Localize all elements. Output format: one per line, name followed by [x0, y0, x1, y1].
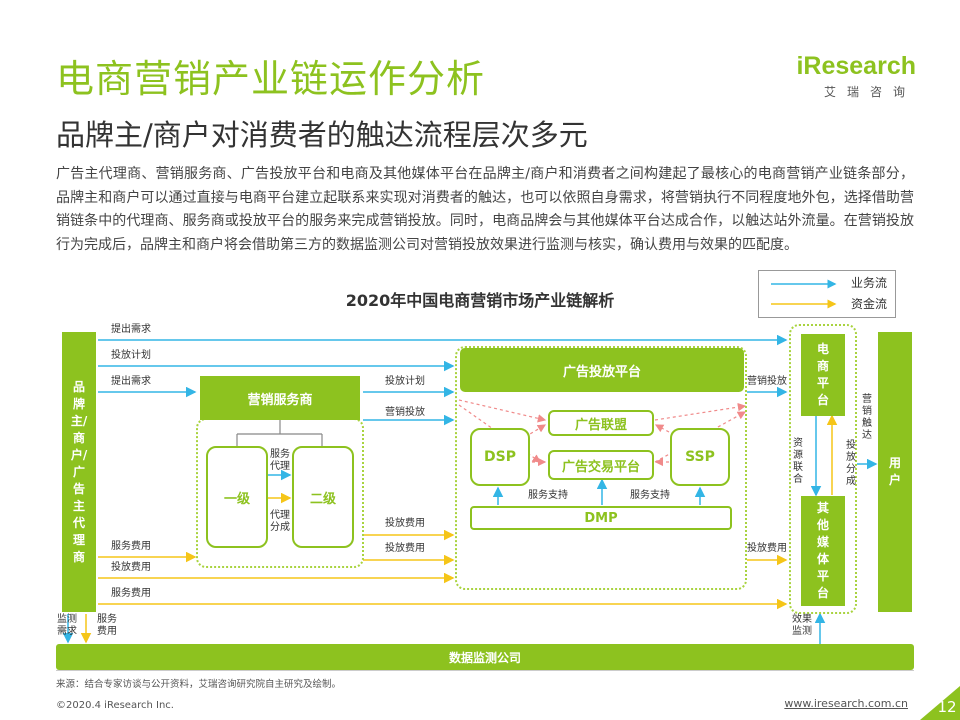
dmp-node: DMP — [470, 506, 732, 530]
ad-fee-label-3: 投放费用 — [747, 543, 787, 554]
delivery-share-label: 投放分成 — [846, 440, 856, 487]
ecommerce-platform-node: 电商平台 — [801, 334, 845, 416]
copyright: ©2020.4 iResearch Inc. — [56, 700, 174, 711]
source-note: 来源：结合专家访谈与公开资料，艾瑞咨询研究院自主研究及绘制。 — [56, 679, 342, 690]
service-fee-label-3: 服务费用 — [97, 614, 117, 637]
ad-fee-label-2: 投放费用 — [385, 543, 425, 554]
level1-node: 一级 — [206, 446, 268, 548]
service-provider-node: 营销服务商 — [200, 376, 360, 420]
page-subtitle: 品牌主/商户对消费者的触达流程层次多元 — [56, 118, 588, 152]
service-agent-label: 服务代理 — [270, 449, 290, 472]
iresearch-logo: iResearch 艾瑞咨询 — [796, 52, 916, 100]
level2-node: 二级 — [292, 446, 354, 548]
service-support-label-2: 服务支持 — [630, 490, 670, 501]
description-paragraph: 广告主代理商、营销服务商、广告投放平台和电商及其他媒体平台在品牌主/商户和消费者… — [56, 166, 914, 253]
ad-fee-label-4: 投放费用 — [111, 562, 151, 573]
resource-alliance-label: 资源联合 — [793, 438, 803, 485]
diagram-title: 2020年中国电商营销市场产业链解析 — [345, 291, 615, 310]
brand-node: 品牌主/商户/广告主代理商 — [62, 332, 96, 612]
legend-fund-flow: 资金流 — [851, 297, 888, 311]
ad-fee-label-1: 投放费用 — [385, 518, 425, 529]
marketing-delivery-label-2: 营销投放 — [747, 376, 787, 387]
ssp-node: SSP — [670, 428, 730, 486]
ad-platform-node: 广告投放平台 — [460, 348, 744, 392]
logo-sub: 艾瑞咨询 — [823, 85, 916, 99]
service-fee-label-1: 服务费用 — [111, 541, 151, 552]
submit-need-label-2: 提出需求 — [111, 376, 151, 387]
ad-alliance-node: 广告联盟 — [548, 410, 654, 436]
marketing-delivery-label-1: 营销投放 — [385, 407, 425, 418]
ad-platform-group — [455, 346, 747, 590]
agent-share-label: 代理分成 — [270, 510, 290, 533]
footer-divider — [56, 670, 914, 671]
ad-plan-label-2: 投放计划 — [385, 376, 425, 387]
legend: 业务流 资金流 — [758, 270, 896, 318]
dsp-node: DSP — [470, 428, 530, 486]
ad-plan-label-1: 投放计划 — [111, 350, 151, 361]
platform-group — [789, 324, 857, 614]
legend-arrows — [771, 279, 837, 309]
marketing-reach-label: 营销触达 — [862, 394, 872, 441]
ad-exchange-node: 广告交易平台 — [548, 450, 654, 480]
legend-business-flow: 业务流 — [851, 276, 888, 290]
service-fee-label-2: 服务费用 — [111, 588, 151, 599]
page-number-text: 12 — [937, 698, 957, 716]
logo-brand: iResearch — [796, 52, 916, 80]
submit-need-label-1: 提出需求 — [111, 324, 151, 335]
website-link[interactable]: www.iresearch.com.cn — [784, 697, 908, 710]
data-monitor-node: 数据监测公司 — [56, 644, 914, 670]
service-support-label-1: 服务支持 — [528, 490, 568, 501]
monitor-need-label: 监测需求 — [57, 614, 77, 637]
page-title: 电商营销产业链运作分析 — [56, 57, 486, 101]
effect-monitor-label: 效果监测 — [792, 614, 812, 637]
users-node: 用户 — [878, 332, 912, 612]
other-media-node: 其他媒体平台 — [801, 496, 845, 606]
